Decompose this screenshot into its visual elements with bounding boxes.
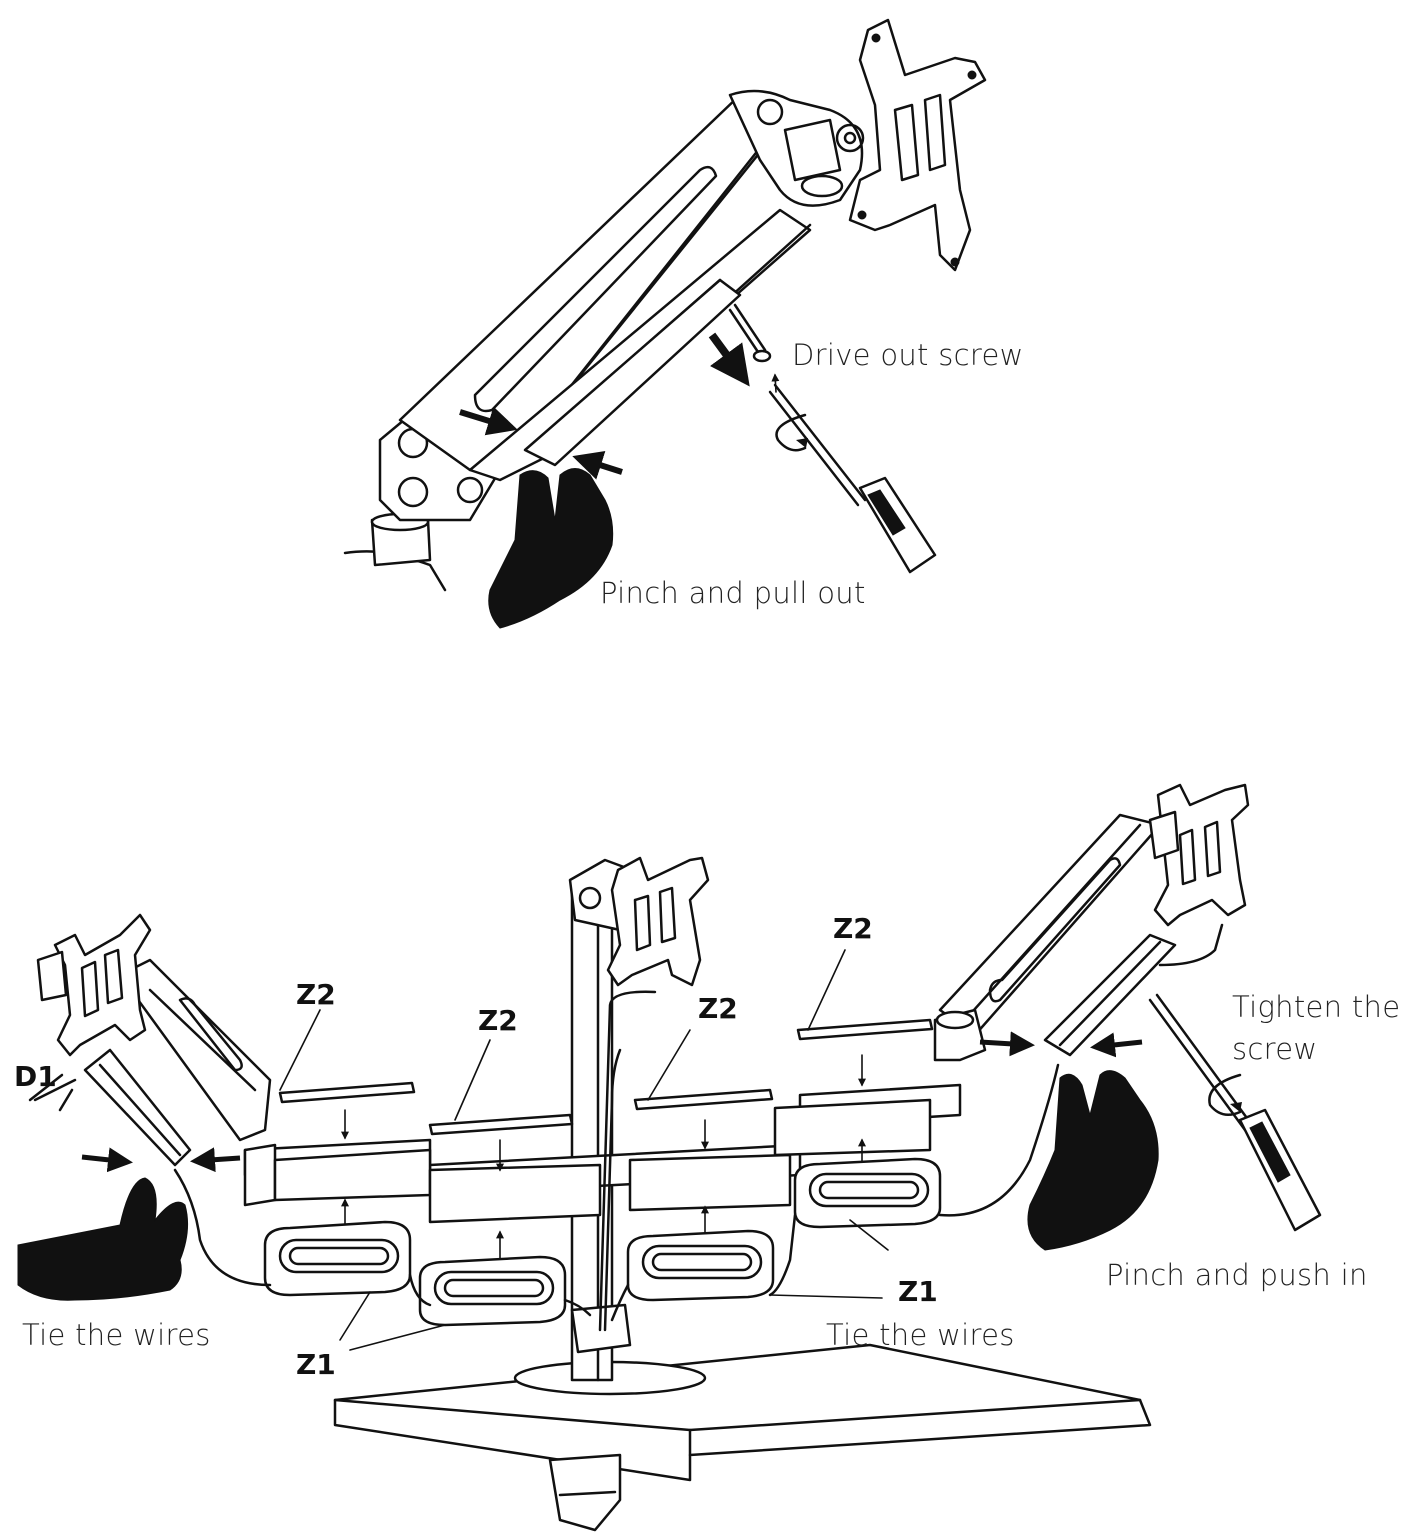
part-tag-z1-left: Z1 bbox=[296, 1348, 336, 1381]
part-tag-d1: D1 bbox=[14, 1060, 57, 1093]
tie-the-wires-right-label: Tie the wires bbox=[826, 1318, 1015, 1352]
drive-out-screw-label: Drive out screw bbox=[792, 338, 1024, 372]
bottom-assembly-illustration bbox=[17, 783, 1322, 1532]
pinch-and-push-in-label: Pinch and push in bbox=[1106, 1258, 1368, 1292]
part-tag-z2-center-left: Z2 bbox=[478, 1004, 518, 1037]
part-tag-z2-center-right: Z2 bbox=[698, 992, 738, 1025]
cable-clip-4 bbox=[793, 1157, 942, 1229]
part-tag-z1-right: Z1 bbox=[898, 1275, 938, 1308]
tighten-the-screw-label-line2: screw bbox=[1232, 1032, 1318, 1066]
part-tag-z2-right: Z2 bbox=[833, 912, 873, 945]
cable-clip-2 bbox=[418, 1255, 567, 1327]
part-tag-z2-left: Z2 bbox=[296, 978, 336, 1011]
tie-the-wires-left-label: Tie the wires bbox=[22, 1318, 211, 1352]
cable-clip-3 bbox=[626, 1229, 775, 1302]
pinch-and-pull-out-label: Pinch and pull out bbox=[600, 576, 866, 610]
tighten-the-screw-label-line1: Tighten the bbox=[1232, 990, 1401, 1024]
cable-clip-1 bbox=[263, 1220, 412, 1297]
top-arm-illustration bbox=[343, 18, 987, 629]
